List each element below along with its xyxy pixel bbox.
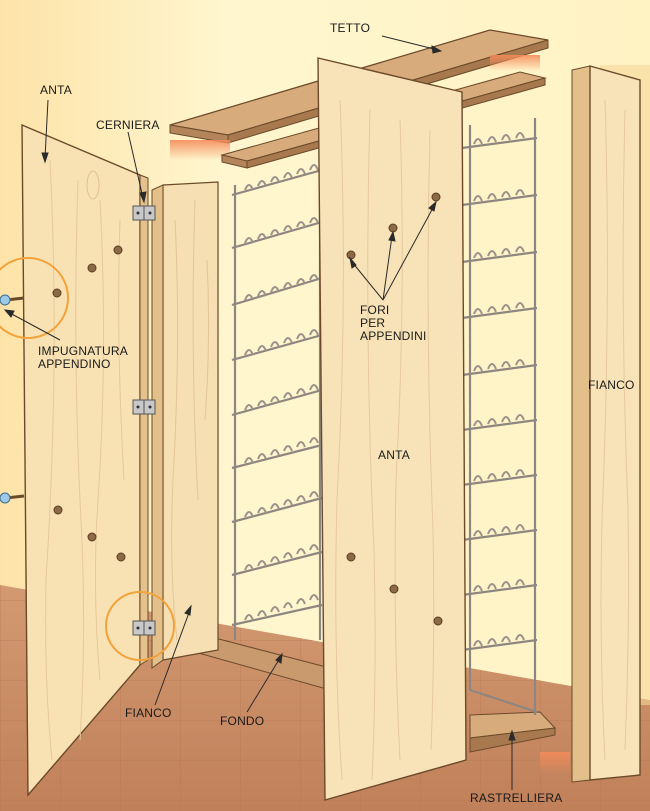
label-fianco-bottom: FIANCO <box>125 706 172 720</box>
left-rack-hooks <box>244 164 319 621</box>
right-rack <box>461 118 538 715</box>
right-rack-hooks <box>473 132 525 647</box>
label-fianco-right: FIANCO <box>588 378 635 392</box>
right-side-panel <box>571 65 641 783</box>
label-impugnatura-appendino: IMPUGNATURA APPENDINO <box>38 344 128 371</box>
label-tetto: TETTO <box>330 21 371 35</box>
label-anta-center: ANTA <box>378 448 410 462</box>
label-anta-left: ANTA <box>40 83 72 97</box>
label-fondo: FONDO <box>220 714 265 728</box>
leader-lines <box>3 35 516 790</box>
label-cerniera: CERNIERA <box>96 118 160 132</box>
left-side-panel <box>151 181 219 669</box>
label-fori-per-appendini: FORI PER APPENDINI <box>360 303 427 343</box>
hinge-middle <box>132 399 156 415</box>
center-door <box>317 57 467 801</box>
handle-highlight-circle <box>0 257 69 339</box>
label-rastrelliera: RASTRELLIERA <box>470 791 563 805</box>
hinge-bottom <box>132 620 156 636</box>
hinge-top <box>132 205 156 221</box>
hinge-highlight-circle <box>105 591 175 661</box>
left-door <box>0 123 149 797</box>
